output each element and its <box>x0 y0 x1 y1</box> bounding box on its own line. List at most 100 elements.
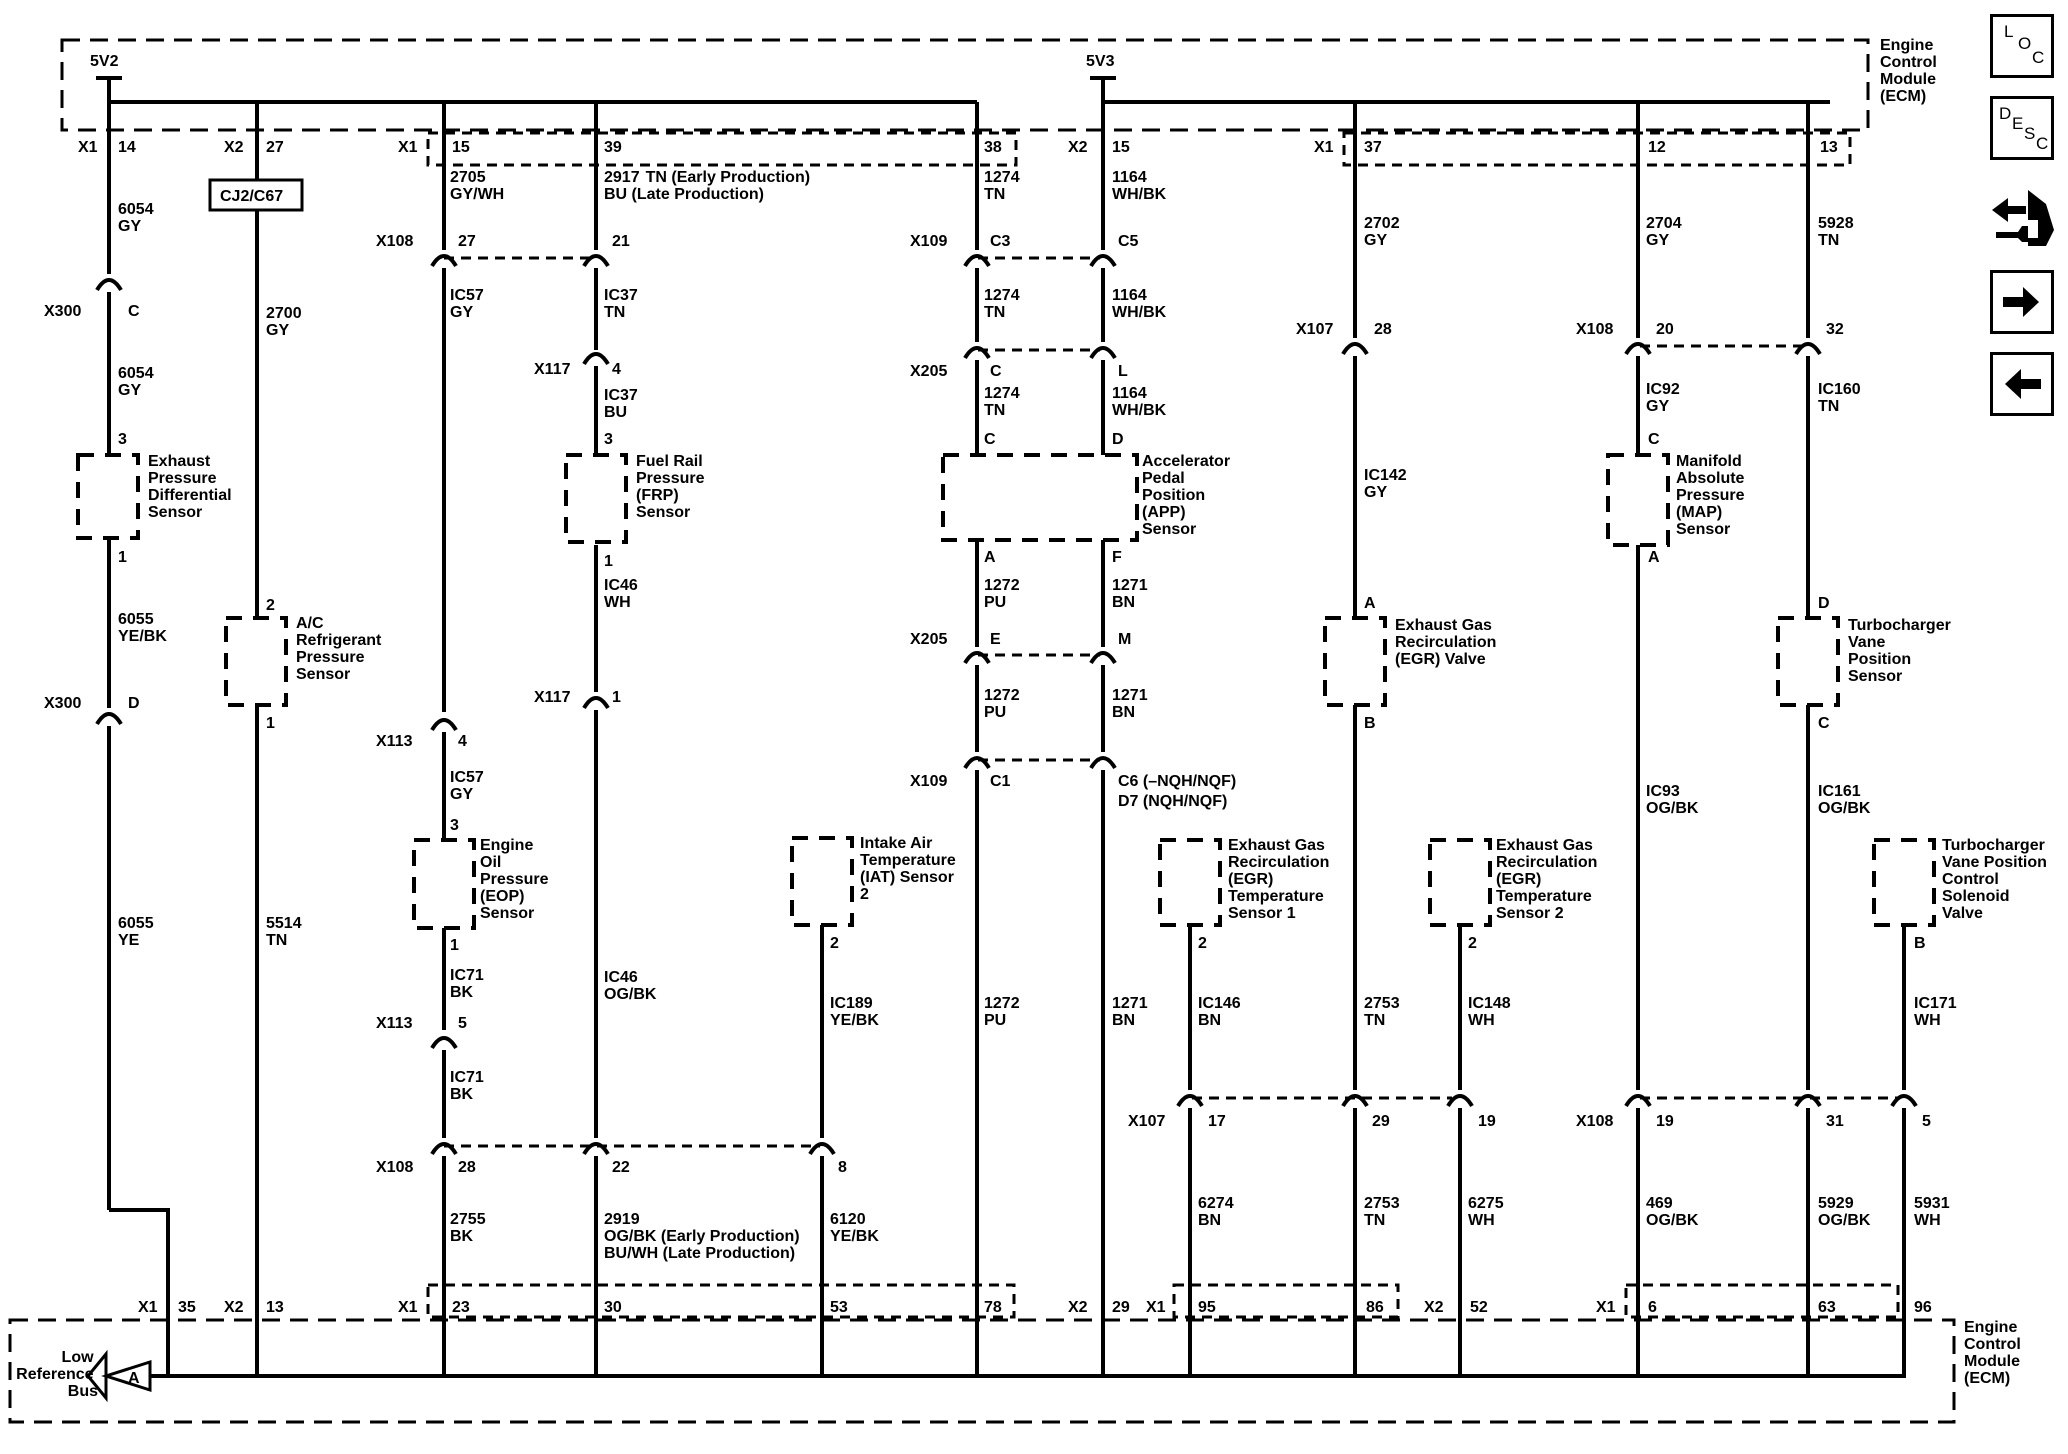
svg-text:30: 30 <box>604 1299 622 1316</box>
svg-text:C: C <box>990 363 1002 380</box>
svg-text:95: 95 <box>1198 1299 1216 1316</box>
svg-text:19: 19 <box>1478 1113 1496 1130</box>
svg-text:X109: X109 <box>910 233 947 250</box>
svg-text:A: A <box>1364 595 1376 612</box>
svg-text:5V2: 5V2 <box>90 53 119 70</box>
svg-text:D: D <box>1112 431 1124 448</box>
svg-text:C: C <box>1648 431 1660 448</box>
connector-end-view-icon[interactable] <box>1988 180 2058 252</box>
svg-text:2: 2 <box>266 597 275 614</box>
egr-temperature-sensor-1 <box>1158 838 1222 927</box>
svg-text:X108: X108 <box>1576 321 1613 338</box>
svg-text:38: 38 <box>984 139 1002 156</box>
svg-text:X205: X205 <box>910 631 947 648</box>
svg-text:39: 39 <box>604 139 622 156</box>
low-reference-label: Low Reference Bus <box>16 1349 98 1400</box>
svg-text:C1: C1 <box>990 773 1011 790</box>
svg-text:20: 20 <box>1656 321 1674 338</box>
svg-text:1: 1 <box>450 937 459 954</box>
svg-text:13: 13 <box>1820 139 1838 156</box>
svg-text:3: 3 <box>118 431 127 448</box>
svg-text:X2: X2 <box>224 1299 244 1316</box>
svg-text:X109: X109 <box>910 773 947 790</box>
svg-text:14: 14 <box>118 139 136 156</box>
svg-text:63: 63 <box>1818 1299 1836 1316</box>
svg-text:X1: X1 <box>398 139 418 156</box>
turbocharger-vane-position-solenoid-valve <box>1872 838 1936 927</box>
svg-text:X1: X1 <box>398 1299 418 1316</box>
svg-text:A: A <box>1648 549 1660 566</box>
arrow-right-icon <box>2003 287 2039 317</box>
turbocharger-vane-position-sensor <box>1776 616 1840 707</box>
svg-text:21: 21 <box>612 233 630 250</box>
svg-text:5V3: 5V3 <box>1086 53 1115 70</box>
intake-air-temperature-sensor <box>790 836 854 927</box>
svg-text:X2: X2 <box>224 139 244 156</box>
svg-text:X108: X108 <box>1576 1113 1613 1130</box>
description-icon[interactable]: D E S C <box>1990 96 2054 160</box>
arrow-left-icon <box>2005 369 2041 399</box>
svg-text:1: 1 <box>604 553 613 570</box>
svg-text:X1: X1 <box>78 139 98 156</box>
svg-text:12: 12 <box>1648 139 1666 156</box>
svg-text:X2: X2 <box>1068 1299 1088 1316</box>
fuel-rail-pressure-sensor <box>564 453 628 544</box>
svg-text:D: D <box>128 695 140 712</box>
svg-text:L: L <box>1118 363 1128 380</box>
svg-text:X113: X113 <box>376 733 413 750</box>
previous-page-icon[interactable] <box>1990 352 2054 416</box>
svg-text:X108: X108 <box>376 1159 413 1176</box>
next-page-icon[interactable] <box>1990 270 2054 334</box>
svg-text:A: A <box>984 549 996 566</box>
svg-text:32: 32 <box>1826 321 1844 338</box>
svg-text:5: 5 <box>458 1015 467 1032</box>
svg-text:X107: X107 <box>1128 1113 1165 1130</box>
svg-text:31: 31 <box>1826 1113 1844 1130</box>
component-locator-icon[interactable]: L O C <box>1990 14 2054 78</box>
svg-text:27: 27 <box>458 233 476 250</box>
svg-text:A: A <box>128 1370 140 1387</box>
svg-text:1: 1 <box>118 549 127 566</box>
svg-text:13: 13 <box>266 1299 284 1316</box>
svg-text:35: 35 <box>178 1299 196 1316</box>
svg-text:2: 2 <box>1198 935 1207 952</box>
